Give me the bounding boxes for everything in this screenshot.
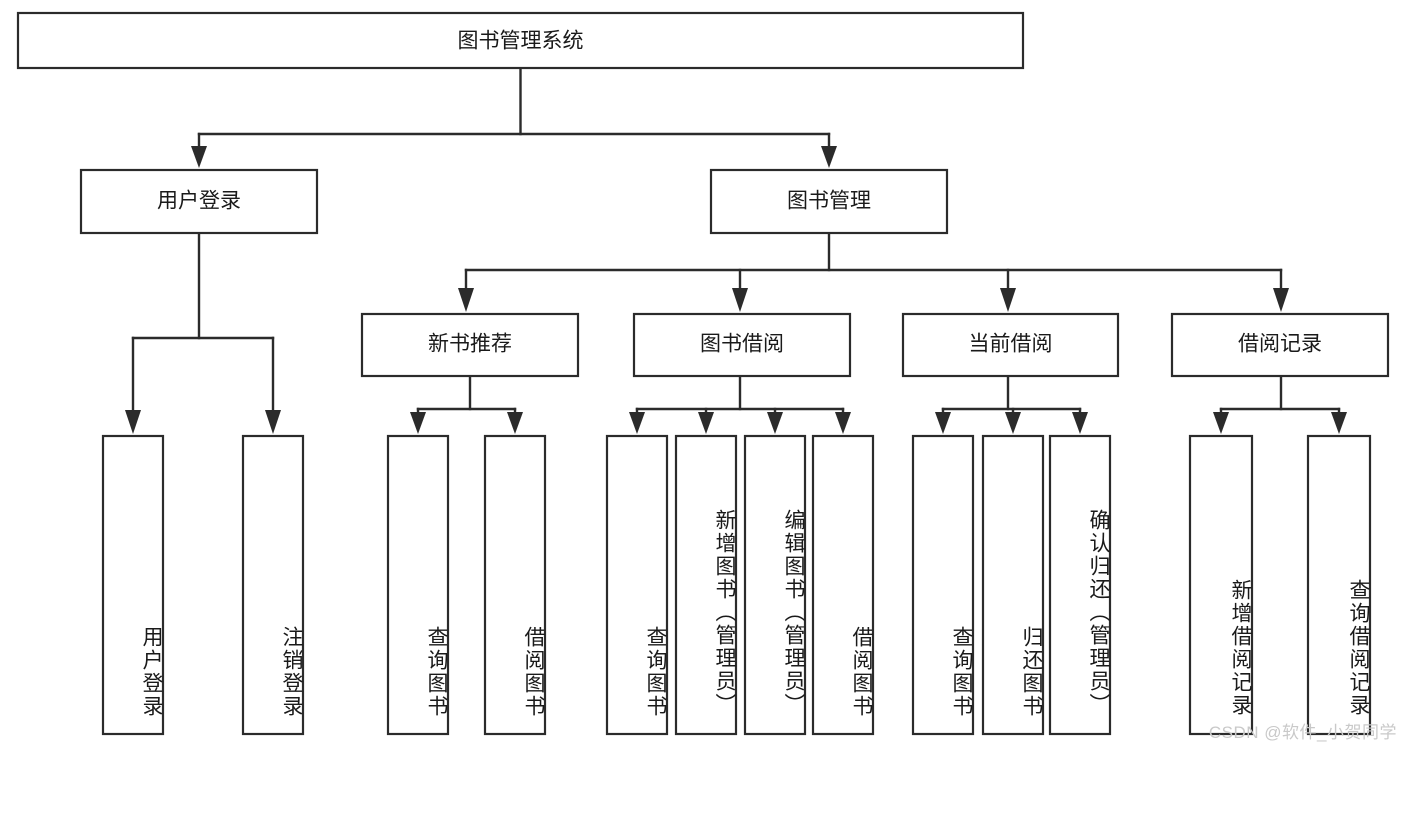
arrow-head-new-book-rec: [458, 288, 474, 312]
connector-group-book-borrow: [629, 374, 851, 434]
node-new-book-rec-label: 新书推荐: [428, 333, 512, 356]
leaf-node-box[interactable]: [981, 434, 1045, 736]
arrow-head-leaf-borrow-book-2: [835, 412, 851, 434]
node-root[interactable]: 图书管理系统: [16, 11, 1025, 70]
leaf-node-box[interactable]: [605, 434, 669, 736]
arrow-head-book-borrow: [732, 288, 748, 312]
system-architecture-diagram: 图书管理系统 用户登录 图书管理 新书推荐 图书借阅 当前借阅 借阅记录: [16, 11, 1397, 742]
arrow-head-leaf-logout: [265, 410, 281, 434]
node-user-login-box[interactable]: [79, 168, 319, 235]
arrow-head-leaf-user-login: [125, 410, 141, 434]
node-book-borrow-label: 图书借阅: [700, 333, 784, 356]
arrow-head-leaf-query-book-2: [629, 412, 645, 434]
arrow-head-leaf-query-record: [1331, 412, 1347, 434]
node-current-borrow-label: 当前借阅: [969, 333, 1053, 356]
node-borrow-record-box[interactable]: [1170, 312, 1390, 378]
node-book-borrow-box[interactable]: [632, 312, 852, 378]
node-book-borrow[interactable]: 图书借阅: [632, 312, 852, 378]
arrow-head-leaf-return-book: [1005, 412, 1021, 434]
leaf-node-box[interactable]: [1306, 434, 1372, 736]
node-book-manage-label: 图书管理: [787, 190, 871, 213]
leaf-node-box[interactable]: [241, 434, 305, 736]
arrow-head-leaf-add-record: [1213, 412, 1229, 434]
node-new-book-rec[interactable]: 新书推荐: [360, 312, 580, 378]
leaf-node-box[interactable]: [674, 434, 738, 736]
leaf-box-group: [101, 434, 1372, 736]
arrow-head-leaf-query-book-1: [410, 412, 426, 434]
node-root-label: 图书管理系统: [458, 30, 584, 53]
tree-diagram-canvas: 图书管理系统 用户登录 图书管理 新书推荐 图书借阅 当前借阅 借阅记录: [16, 11, 1390, 736]
node-borrow-record[interactable]: 借阅记录: [1170, 312, 1390, 378]
arrow-head-borrow-record: [1273, 288, 1289, 312]
leaf-node-box[interactable]: [743, 434, 807, 736]
node-book-manage[interactable]: 图书管理: [709, 168, 949, 235]
connector-group-book-manage: [458, 231, 1289, 312]
connector-group-root: [191, 66, 837, 168]
connector-group-current-borrow: [935, 374, 1088, 434]
node-user-login-label: 用户登录: [157, 190, 241, 213]
leaf-node-box[interactable]: [811, 434, 875, 736]
leaf-node-box[interactable]: [1188, 434, 1254, 736]
leaf-node-box[interactable]: [1048, 434, 1112, 736]
arrow-head-book-manage: [821, 146, 837, 168]
leaf-node-box[interactable]: [911, 434, 975, 736]
arrow-head-current-borrow: [1000, 288, 1016, 312]
arrow-head-leaf-edit-book: [767, 412, 783, 434]
connector-group-new-book-rec: [410, 374, 523, 434]
arrow-head-leaf-borrow-book-1: [507, 412, 523, 434]
arrow-head-leaf-confirm-return: [1072, 412, 1088, 434]
leaf-node-box[interactable]: [101, 434, 165, 736]
node-new-book-rec-box[interactable]: [360, 312, 580, 378]
arrow-head-user-login: [191, 146, 207, 168]
csdn-watermark: CSDN @软件_小贺同学: [1208, 723, 1397, 742]
node-user-login[interactable]: 用户登录: [79, 168, 319, 235]
node-root-box[interactable]: [16, 11, 1025, 70]
arrow-head-leaf-add-book: [698, 412, 714, 434]
connector-group-borrow-record: [1213, 374, 1347, 434]
node-current-borrow[interactable]: 当前借阅: [901, 312, 1120, 378]
leaf-node-box[interactable]: [386, 434, 450, 736]
node-book-manage-box[interactable]: [709, 168, 949, 235]
node-borrow-record-label: 借阅记录: [1238, 333, 1322, 356]
arrow-head-leaf-query-book-3: [935, 412, 951, 434]
connector-group-user-login: [125, 231, 281, 434]
leaf-node-box[interactable]: [483, 434, 547, 736]
node-current-borrow-box[interactable]: [901, 312, 1120, 378]
